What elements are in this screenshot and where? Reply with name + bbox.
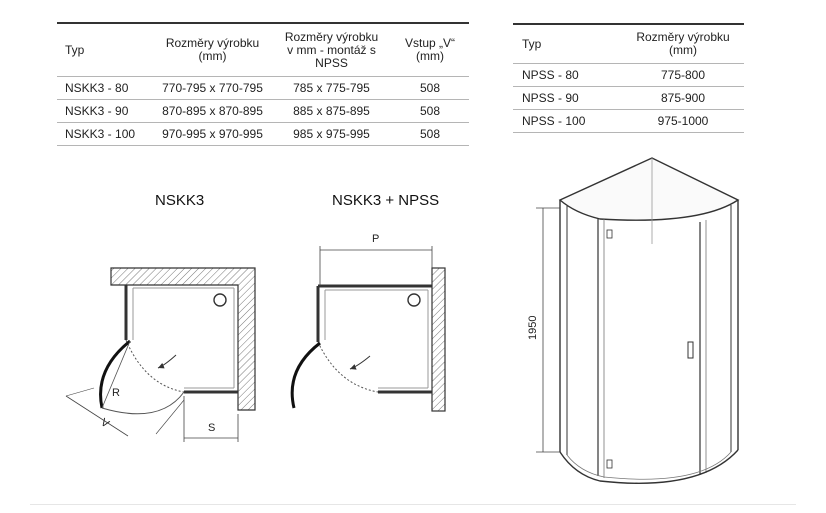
plan-view-nskk3-npss: P: [290, 233, 446, 412]
cell-entry-width: 508: [391, 99, 469, 123]
door-handle-icon: [687, 341, 694, 359]
label-r: R: [112, 387, 120, 399]
wall-hatch: [110, 267, 256, 411]
cell-type: NSKK3 - 100: [57, 122, 153, 146]
cell-dimensions: 870-895 x 870-895: [153, 99, 272, 123]
table-header-row: Typ Rozměry výrobku (mm): [513, 24, 744, 64]
table-row: NSKK3 - 100 970-995 x 970-995 985 x 975-…: [57, 122, 469, 146]
enclosure-3d-view: 1950: [527, 157, 740, 484]
cell-dimensions-npss: 885 x 875-895: [272, 99, 391, 123]
cell-dimensions-npss: 785 x 775-795: [272, 76, 391, 100]
door-open: [99, 339, 131, 409]
header-type: Typ: [513, 24, 622, 64]
cell-entry-width: 508: [391, 122, 469, 146]
table-row: NSKK3 - 90 870-895 x 870-895 885 x 875-8…: [57, 99, 469, 123]
header-dimensions: Rozměry výrobku (mm): [622, 24, 744, 64]
cell-type: NSKK3 - 90: [57, 99, 153, 123]
table-row: NPSS - 100 975-1000: [513, 109, 744, 133]
header-entry-width: Vstup „V“ (mm): [391, 23, 469, 77]
cell-type: NSKK3 - 80: [57, 76, 153, 100]
header-type: Typ: [57, 23, 153, 77]
bottom-frame: [559, 449, 739, 484]
plan-view-nskk3: R V S: [65, 267, 256, 442]
cell-dimensions-npss: 985 x 975-995: [272, 122, 391, 146]
header-dimensions: Rozměry výrobku (mm): [153, 23, 272, 77]
label-p: P: [372, 233, 379, 245]
cell-type: NPSS - 100: [513, 109, 622, 133]
npss-table: Typ Rozměry výrobku (mm) NPSS - 80 775-8…: [513, 23, 744, 133]
drain-icon: [407, 293, 421, 307]
label-height: 1950: [527, 316, 539, 340]
cell-dimensions: 770-795 x 770-795: [153, 76, 272, 100]
table-row: NPSS - 80 775-800: [513, 63, 744, 87]
figure-title-nskk3: NSKK3: [155, 192, 205, 209]
dimensions-table: Typ Rozměry výrobku (mm) Rozměry výrobku…: [57, 22, 469, 146]
cell-type: NPSS - 90: [513, 86, 622, 110]
cell-dimensions: 970-995 x 970-995: [153, 122, 272, 146]
table-row: NSKK3 - 80 770-795 x 770-795 785 x 775-7…: [57, 76, 469, 100]
wall-hatch: [431, 267, 446, 412]
cell-dimensions: 875-900: [622, 86, 744, 110]
divider: [30, 504, 796, 505]
label-s: S: [208, 422, 215, 434]
header-dimensions-npss: Rozměry výrobku v mm - montáž s NPSS: [272, 23, 391, 77]
table-row: NPSS - 90 875-900: [513, 86, 744, 110]
cell-dimensions: 775-800: [622, 63, 744, 87]
cell-entry-width: 508: [391, 76, 469, 100]
cell-dimensions: 975-1000: [622, 109, 744, 133]
drain-icon: [213, 293, 227, 307]
figure-title-nskk3-npss: NSKK3 + NPSS: [332, 192, 440, 209]
cell-type: NPSS - 80: [513, 63, 622, 87]
table-header-row: Typ Rozměry výrobku (mm) Rozměry výrobku…: [57, 23, 469, 77]
door-open: [290, 341, 321, 409]
top-frame: [558, 157, 740, 221]
